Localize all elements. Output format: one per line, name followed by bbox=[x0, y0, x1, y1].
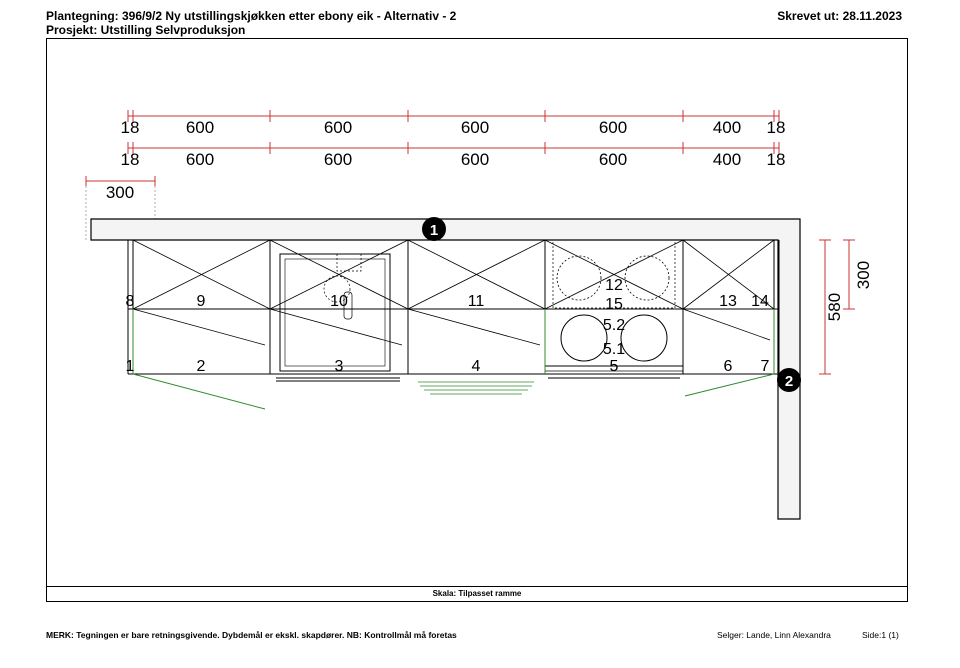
dim-row2-left-end: 18 bbox=[121, 150, 140, 169]
header-info: Plantegning: 396/9/2 Ny utstillingskjøkk… bbox=[46, 9, 456, 37]
lower-cabinet-marks bbox=[132, 308, 771, 346]
cabinet-number-1: 1 bbox=[126, 358, 135, 375]
dim-row2-seg1: 600 bbox=[186, 150, 214, 169]
dim-row1-seg3: 600 bbox=[461, 118, 489, 137]
marker-1: 1 bbox=[422, 217, 446, 241]
cabinet-number-5-2: 5.2 bbox=[603, 317, 625, 334]
cabinet-number-3: 3 bbox=[335, 358, 344, 375]
footer-page: Side:1 (1) bbox=[862, 630, 899, 640]
svg-text:1: 1 bbox=[430, 222, 438, 239]
cabinet-outlines bbox=[127, 240, 780, 375]
countertop bbox=[90, 218, 801, 520]
cabinet-number-10: 10 bbox=[330, 293, 348, 310]
dimension-lines bbox=[85, 110, 855, 375]
dim-row1-seg5: 400 bbox=[713, 118, 741, 137]
drawing-title: Plantegning: 396/9/2 Ny utstillingskjøkk… bbox=[46, 9, 457, 23]
scale-label: Skala: Tilpasset ramme bbox=[47, 586, 907, 601]
cabinet-number-14: 14 bbox=[751, 293, 769, 310]
cabinet-number-15: 15 bbox=[605, 296, 623, 313]
cabinet-number-5: 5 bbox=[610, 358, 619, 375]
cabinet-number-6: 6 bbox=[724, 358, 733, 375]
dim-depth: 580 bbox=[825, 293, 844, 321]
dim-row1-right-end: 18 bbox=[767, 118, 786, 137]
footer-seller: Selger: Lande, Linn Alexandra bbox=[717, 630, 831, 640]
cabinet-number-5-1: 5.1 bbox=[603, 341, 625, 358]
dim-upper-depth: 300 bbox=[854, 261, 873, 289]
dim-row1-seg2: 600 bbox=[324, 118, 352, 137]
door-swings bbox=[132, 309, 775, 410]
project-title: Prosjekt: Utstilling Selvproduksjon bbox=[46, 23, 246, 37]
footer-note: MERK: Tegningen er bare retningsgivende.… bbox=[46, 630, 457, 640]
cabinet-number-8: 8 bbox=[126, 293, 135, 310]
dim-row2-seg2: 600 bbox=[324, 150, 352, 169]
dim-offset: 300 bbox=[106, 183, 134, 202]
dim-row2-right-end: 18 bbox=[767, 150, 786, 169]
cabinet-number-11: 11 bbox=[468, 293, 485, 310]
cabinet-number-2: 2 bbox=[197, 358, 206, 375]
dim-row1-left-end: 18 bbox=[121, 118, 140, 137]
sink-cabinet bbox=[276, 253, 400, 382]
print-date: Skrevet ut: 28.11.2023 bbox=[777, 9, 902, 23]
cabinet-number-4: 4 bbox=[472, 358, 481, 375]
hob-and-oven bbox=[544, 239, 684, 379]
dim-row2-seg3: 600 bbox=[461, 150, 489, 169]
cabinet-number-12: 12 bbox=[605, 277, 623, 294]
dim-row1-seg1: 600 bbox=[186, 118, 214, 137]
cabinet-number-13: 13 bbox=[719, 293, 737, 310]
cabinet-number-7: 7 bbox=[761, 358, 770, 375]
svg-text:2: 2 bbox=[785, 373, 793, 390]
dim-row1-seg4: 600 bbox=[599, 118, 627, 137]
dishwasher-lines bbox=[418, 381, 534, 395]
dim-row2-seg5: 400 bbox=[713, 150, 741, 169]
upper-cabinet-crosses bbox=[132, 239, 775, 310]
dim-row2-seg4: 600 bbox=[599, 150, 627, 169]
drawing-frame: Skala: Tilpasset ramme bbox=[46, 38, 908, 602]
marker-2: 2 bbox=[777, 368, 801, 392]
cabinet-number-9: 9 bbox=[197, 293, 206, 310]
